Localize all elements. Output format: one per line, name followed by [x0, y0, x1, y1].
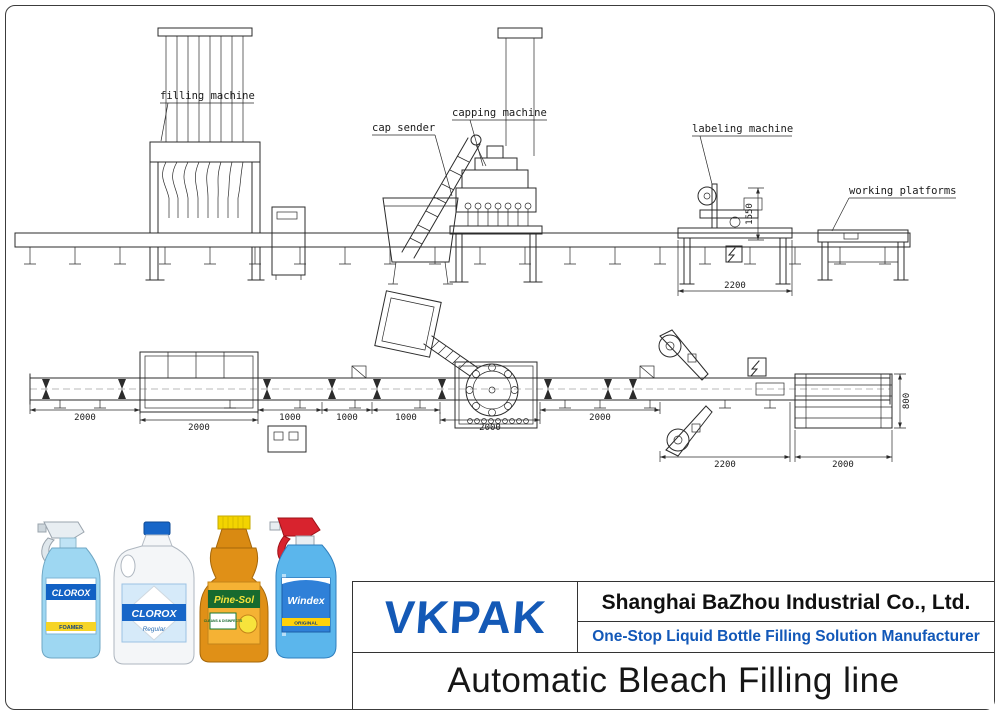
capping-machine-label: capping machine: [452, 107, 547, 119]
dim-labeler-length: 2200: [724, 281, 746, 291]
clorox-jug-sub-text: Regular: [143, 626, 167, 633]
clorox-jug-image: CLOROX Regular: [113, 521, 195, 665]
clorox-spray-brand-text: CLOROX: [52, 588, 91, 598]
pine-sol-bottle-image: Pine-Sol CLEANS & DISINFECTS: [199, 515, 269, 663]
control-panel-plan: [267, 425, 307, 453]
cap-sender-plan: [374, 290, 479, 377]
conveyor-elevation: [14, 232, 911, 265]
working-platforms-label: working platforms: [849, 185, 956, 197]
dim-conveyor-2: 2000: [589, 413, 611, 423]
company-cell: Shanghai BaZhou Industrial Co., Ltd. One…: [578, 582, 994, 652]
working-platform-plan: [794, 373, 893, 429]
windex-brand-text: Windex: [287, 595, 325, 607]
filling-machine-label: filling machine: [160, 90, 255, 102]
windex-sub-text: ORIGINAL: [294, 621, 318, 627]
windex-bottle-image: Windex ORIGINAL: [269, 517, 337, 659]
drawing-title: Automatic Bleach Filling line: [447, 661, 900, 700]
clorox-jug-brand-text: CLOROX: [132, 608, 178, 620]
company-name: Shanghai BaZhou Industrial Co., Ltd.: [578, 586, 994, 622]
control-cabinet-elevation: [271, 206, 306, 280]
dim-capper: 2000: [479, 423, 501, 433]
clorox-spray-sub-text: FOAMER: [59, 625, 83, 631]
plan-dimensions: 2000 2000 1000 1000 1000 2000 2000 2200: [29, 373, 912, 470]
dim-gap-2: 1000: [336, 413, 358, 423]
labeling-machine-elevation: labeling machine 1550 2200: [677, 123, 793, 296]
dim-labeler-height: 1550: [745, 203, 755, 225]
pine-sol-sub-text: CLEANS & DISINFECTS: [204, 619, 243, 623]
filling-machine-elevation: filling machine: [145, 27, 265, 281]
filling-line-technical-drawing: filling machine cap sender: [14, 27, 956, 470]
title-block-header-row: VKPAK Shanghai BaZhou Industrial Co., Lt…: [353, 582, 994, 653]
cap-sender-label: cap sender: [372, 122, 435, 134]
dim-gap-1: 1000: [279, 413, 301, 423]
company-tagline: One-Stop Liquid Bottle Filling Solution …: [592, 627, 980, 645]
labeling-machine-label: labeling machine: [692, 123, 793, 135]
title-block: VKPAK Shanghai BaZhou Industrial Co., Lt…: [352, 581, 994, 709]
capping-machine-plan: [454, 361, 538, 429]
filling-machine-plan: [139, 351, 259, 413]
clorox-spray-bottle-image: CLOROX FOAMER: [37, 521, 101, 659]
conveyor-plan: [29, 365, 891, 409]
dim-gap-3: 1000: [395, 413, 417, 423]
dim-filler: 2000: [188, 423, 210, 433]
vkpak-logo: VKPAK: [381, 591, 549, 643]
dim-conveyor-1: 2000: [74, 413, 96, 423]
dim-platform-width: 800: [902, 393, 912, 409]
working-platform-elevation: working platforms: [817, 185, 956, 281]
capping-machine-elevation: capping machine: [449, 27, 547, 283]
dim-platform-plan: 2000: [832, 460, 854, 470]
dim-labeler-plan: 2200: [714, 460, 736, 470]
cap-sender-elevation: cap sender: [372, 122, 487, 285]
labeling-machine-plan: [658, 329, 785, 457]
logo-cell: VKPAK: [353, 582, 578, 652]
product-images: CLOROX FOAMER CLOROX Regular Pine-Sol: [28, 512, 358, 677]
pine-sol-brand-text: Pine-Sol: [214, 595, 254, 606]
